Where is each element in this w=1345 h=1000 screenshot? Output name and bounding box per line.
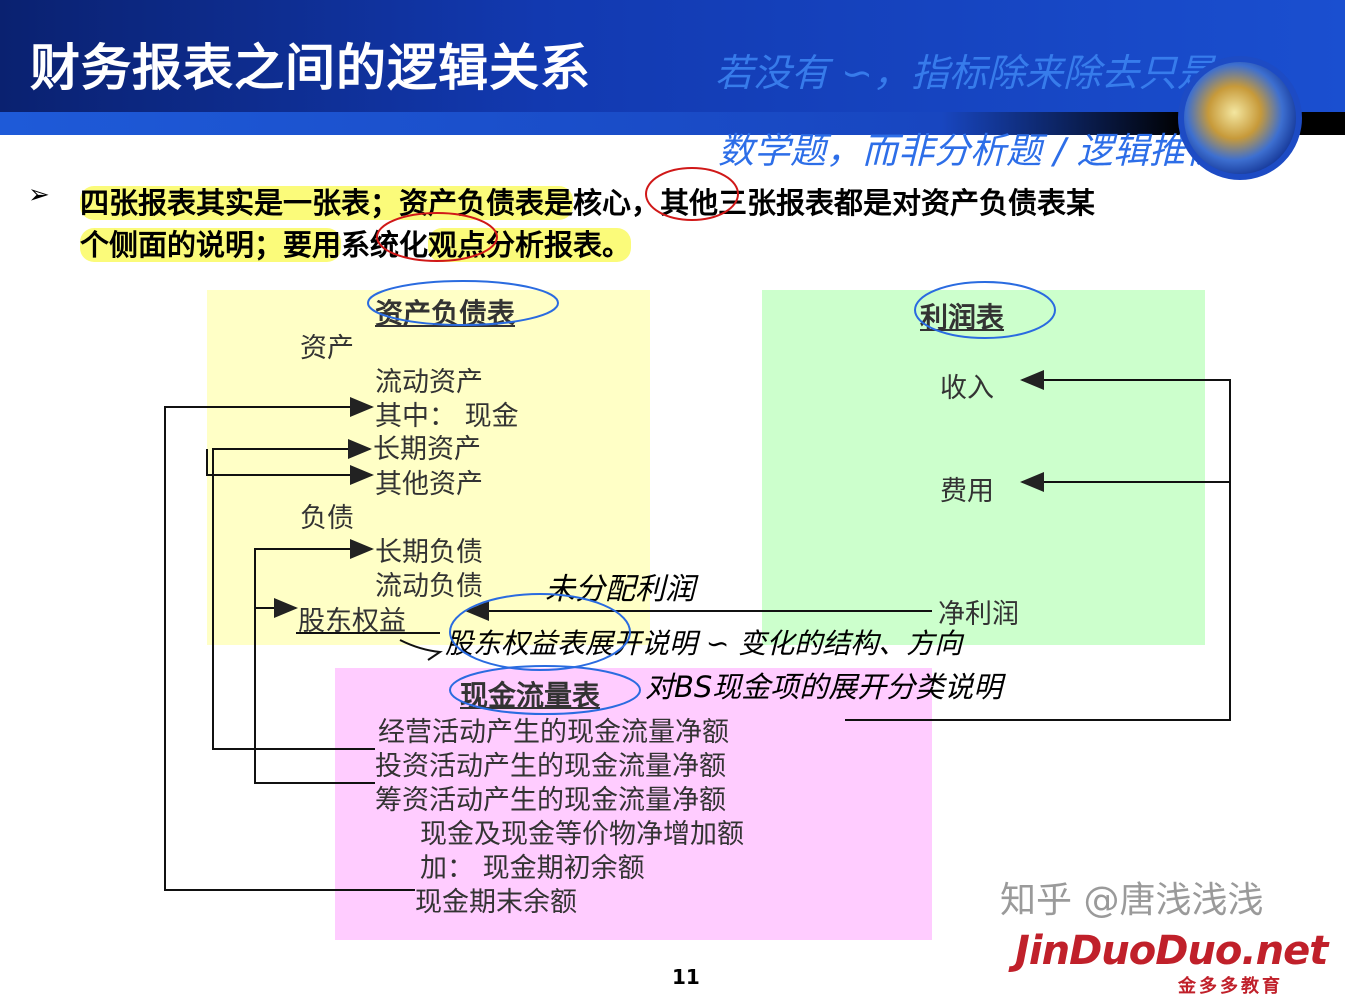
bs-item: 长期负债 xyxy=(375,537,483,568)
is-item: 费用 xyxy=(940,476,994,507)
watermark: 知乎 @唐浅浅浅 xyxy=(1000,880,1264,921)
cash-flow-title: 现金流量表 xyxy=(460,679,601,712)
bullet-line-1: 四张报表其实是一张表；资产负债表是核心，其他三张报表都是对资产负债表某 xyxy=(80,180,1095,222)
bullet-line-2: 个侧面的说明；要用系统化观点分析报表。 xyxy=(80,222,632,264)
bs-item: 流动资产 xyxy=(375,367,483,398)
globe-icon xyxy=(1178,56,1302,180)
balance-sheet-box xyxy=(207,290,650,645)
logo-jinduoduo: JinDuoDuo.net xyxy=(1015,928,1328,974)
bs-item: 长期资产 xyxy=(373,434,481,465)
bs-item: 资产 xyxy=(300,333,354,364)
text: 四张报表其实是一张表；资产负债表是 xyxy=(80,186,574,220)
text-system: 系统化 xyxy=(341,228,429,262)
logo-subtitle: 金多多教育 xyxy=(1178,976,1283,997)
text-core: 核心 xyxy=(573,186,632,220)
income-statement-box xyxy=(762,290,1205,645)
bullet-arrow-icon: ➢ xyxy=(28,180,50,210)
cf-item: 投资活动产生的现金流量净额 xyxy=(375,751,726,782)
slide-title: 财务报表之间的逻辑关系 xyxy=(30,39,591,97)
is-item: 收入 xyxy=(940,373,994,404)
title-band xyxy=(0,112,1345,135)
page-number: 11 xyxy=(672,965,700,989)
text: 个侧面的说明；要用 xyxy=(80,228,342,262)
bs-item: 流动负债 xyxy=(375,571,483,602)
bs-item: 负债 xyxy=(300,503,354,534)
text: 观点分析报表。 xyxy=(428,228,632,262)
handwritten-note: 若没有 ∽，指标除来除去只是 xyxy=(715,51,1215,95)
cf-item: 现金期末余额 xyxy=(415,887,577,918)
cf-item: 筹资活动产生的现金流量净额 xyxy=(375,785,726,816)
annotation-cash-flow: 对BS现金项的展开分类说明 xyxy=(645,670,1003,704)
cf-item: 经营活动产生的现金流量净额 xyxy=(378,717,729,748)
cf-item: 加： 现金期初余额 xyxy=(420,853,645,884)
bs-item: 其中： 现金 xyxy=(375,401,519,432)
handwritten-note: 数学题，而非分析题 / 逻辑推衍 xyxy=(718,131,1222,172)
cf-item: 现金及现金等价物净增加额 xyxy=(420,819,744,850)
is-item: 净利润 xyxy=(938,599,1019,630)
bs-item: 股东权益 xyxy=(298,606,406,637)
text: ，其他三张报表都是对资产负债表某 xyxy=(631,186,1096,220)
bs-item: 其他资产 xyxy=(375,469,483,500)
annotation-equity: 股东权益表展开说明 ∽ 变化的结构、方向 xyxy=(445,627,963,660)
annotation-retained-earnings: 未分配利润 xyxy=(545,572,695,607)
title-bar xyxy=(0,0,1345,112)
cash-flow-box xyxy=(335,668,932,940)
